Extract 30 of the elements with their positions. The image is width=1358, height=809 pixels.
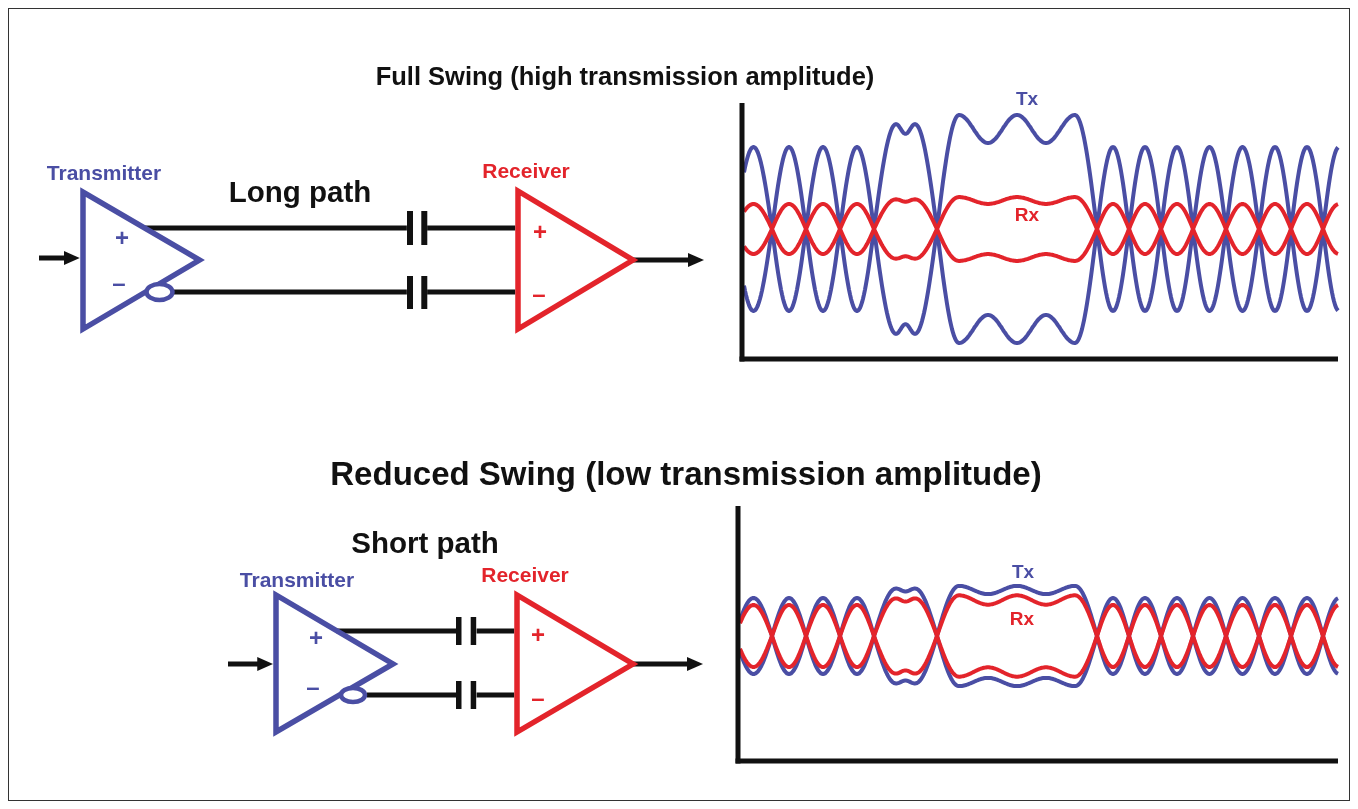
wire-line	[427, 289, 516, 295]
polarity-sign: –	[112, 271, 126, 295]
wire-line	[174, 289, 407, 295]
path-label: Short path	[351, 528, 499, 558]
polarity-sign: –	[531, 686, 545, 710]
polarity-sign: +	[531, 623, 545, 647]
path-label: Long path	[228, 177, 372, 207]
amplifier-label: Receiver	[482, 159, 570, 181]
wire-line	[367, 692, 457, 698]
polarity-sign: +	[533, 220, 547, 244]
section-title: Full Swing (high transmission amplitude)	[375, 64, 875, 90]
section-title: Reduced Swing (low transmission amplitude)	[330, 456, 1042, 490]
polarity-sign: +	[309, 626, 323, 650]
wire-line	[476, 692, 515, 698]
amplifier-label: Transmitter	[239, 568, 355, 590]
polarity-sign: –	[532, 282, 546, 306]
wire-line	[427, 225, 516, 231]
polarity-sign: +	[115, 226, 129, 250]
capacitor-symbol	[406, 211, 428, 245]
capacitor-symbol	[406, 275, 428, 309]
amplifier-label: Receiver	[481, 563, 569, 585]
wire-line	[476, 628, 515, 634]
capacitor-symbol	[456, 617, 477, 645]
arrow	[633, 253, 704, 267]
polarity-sign: –	[306, 675, 320, 699]
arrow	[633, 657, 703, 671]
capacitor-symbol	[456, 681, 477, 709]
arrow	[228, 657, 274, 671]
arrow	[39, 251, 80, 265]
amplifier-label: Transmitter	[46, 161, 162, 183]
